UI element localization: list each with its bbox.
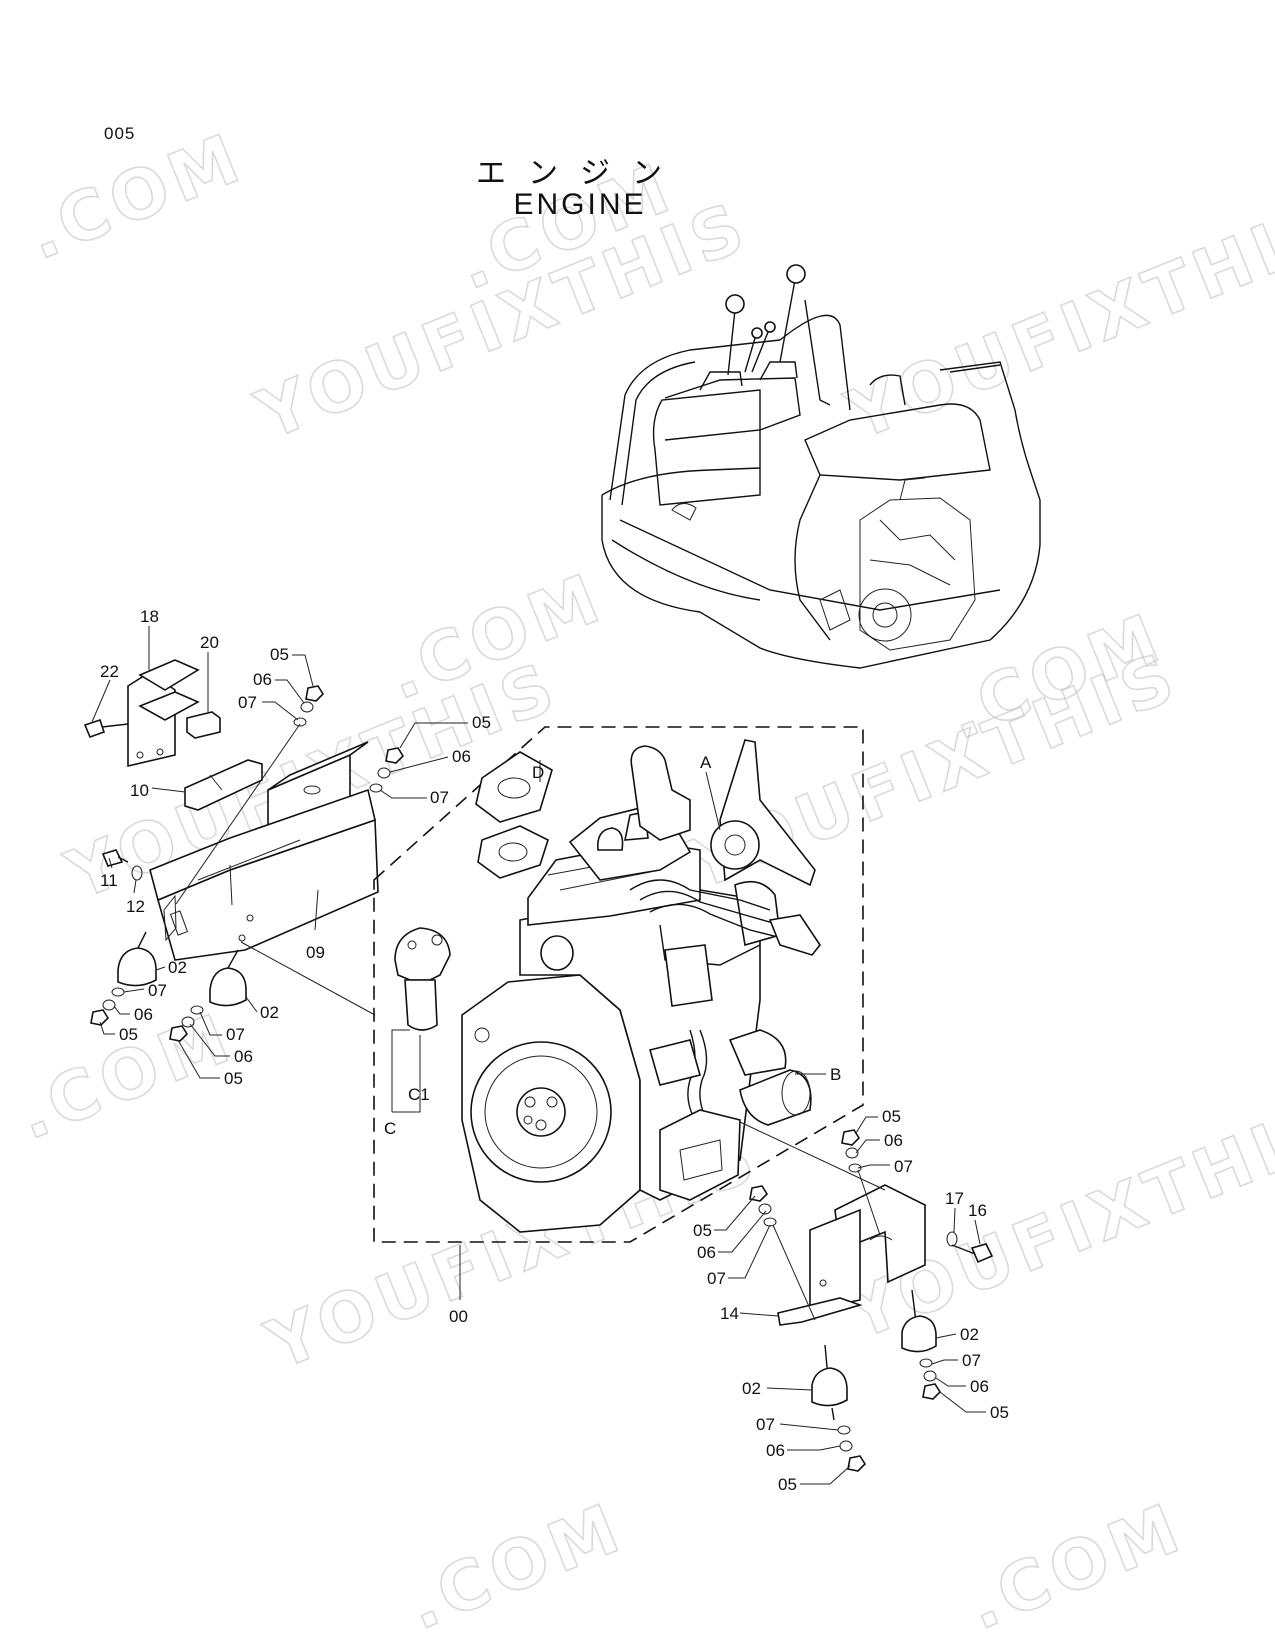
callout-07: 07: [707, 1269, 726, 1288]
callout-06: 06: [884, 1131, 903, 1150]
callout-06: 06: [970, 1377, 989, 1396]
callout-07: 07: [148, 981, 167, 1000]
callout-05: 05: [119, 1025, 138, 1044]
callout-17: 17: [945, 1189, 964, 1208]
callout-16: 16: [968, 1201, 987, 1220]
watermark-text: .COM: [397, 1488, 635, 1646]
right-bracket-assembly: [739, 1121, 994, 1472]
callout-05: 05: [778, 1475, 797, 1494]
callout-B: B: [830, 1065, 841, 1084]
page-title-japanese: エンジン: [476, 156, 684, 191]
callout-05: 05: [224, 1069, 243, 1088]
callout-05: 05: [693, 1221, 712, 1240]
callout-06: 06: [697, 1243, 716, 1262]
callout-labels: 18 20 22 10 11 12 09 05 06 07 05 06 07 0…: [100, 607, 1009, 1494]
machine-overview-illustration: [601, 264, 1041, 669]
callout-22: 22: [100, 662, 119, 681]
callout-06: 06: [134, 1005, 153, 1024]
callout-02: 02: [742, 1379, 761, 1398]
callout-06: 06: [452, 747, 471, 766]
callout-00: 00: [449, 1307, 468, 1326]
callout-02: 02: [168, 958, 187, 977]
callout-06: 06: [766, 1441, 785, 1460]
callout-07: 07: [430, 788, 449, 807]
callout-C: C: [384, 1119, 396, 1138]
callout-02: 02: [960, 1325, 979, 1344]
page-number: 005: [104, 124, 136, 143]
callout-07: 07: [226, 1025, 245, 1044]
watermark-text: YOUFIXTHIS: [836, 187, 1275, 456]
callout-05: 05: [990, 1403, 1009, 1422]
callout-09: 09: [306, 943, 325, 962]
callout-02: 02: [260, 1003, 279, 1022]
callout-06: 06: [253, 670, 272, 689]
callout-11: 11: [100, 871, 118, 890]
callout-07: 07: [894, 1157, 913, 1176]
callout-05: 05: [882, 1107, 901, 1126]
watermark-text: .COM: [7, 998, 245, 1156]
callout-07: 07: [962, 1351, 981, 1370]
page-title: ENGINE: [513, 188, 647, 221]
callout-D: D: [532, 763, 544, 782]
callout-07: 07: [238, 693, 257, 712]
callout-18: 18: [140, 607, 159, 626]
callout-05: 05: [270, 645, 289, 664]
callout-06: 06: [234, 1047, 253, 1066]
callout-A: A: [700, 753, 712, 772]
left-bracket-assembly: [83, 659, 405, 1042]
callout-12: 12: [126, 897, 145, 916]
engine-assembly-illustration: [373, 726, 864, 1243]
callout-07: 07: [756, 1415, 775, 1434]
callout-10: 10: [130, 781, 149, 800]
watermark-text: .COM: [957, 1488, 1195, 1646]
callout-20: 20: [200, 633, 219, 652]
callout-C1: C1: [408, 1085, 430, 1104]
callout-14: 14: [720, 1304, 739, 1323]
callout-leaders: [91, 626, 986, 1485]
callout-05: 05: [472, 713, 491, 732]
